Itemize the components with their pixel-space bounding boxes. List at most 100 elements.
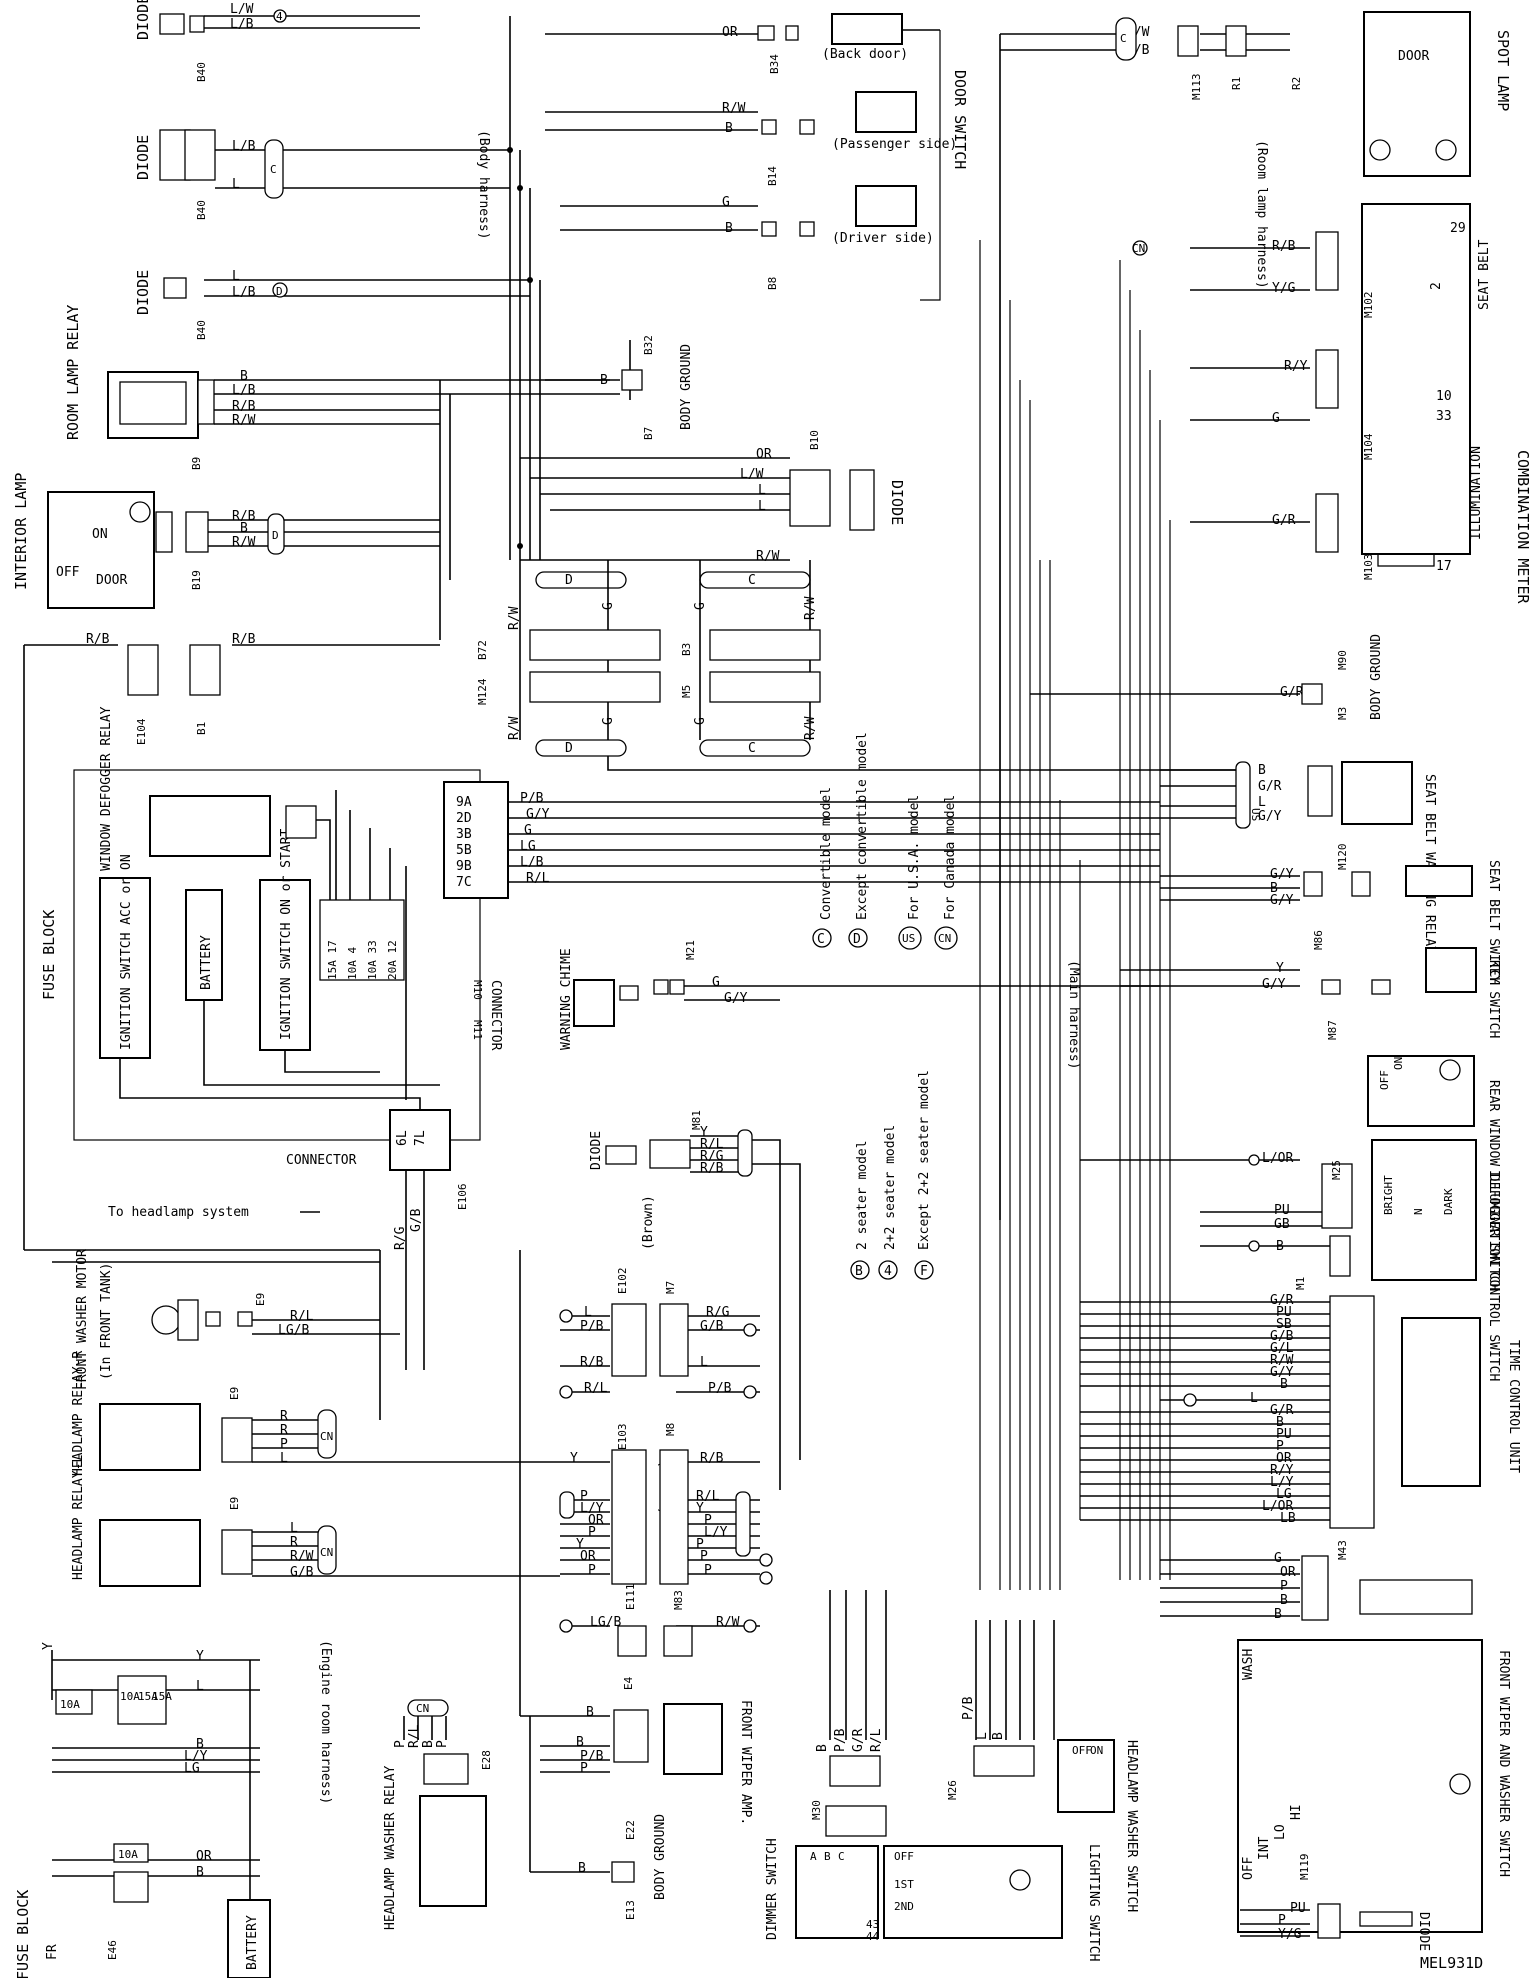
svg-text:R/L: R/L [696,1489,720,1504]
body-ground-m3: G/R M90 M3 BODY GROUND [1030,634,1384,720]
svg-text:B: B [1280,1377,1288,1392]
svg-text:B1: B1 [195,722,208,735]
svg-text:E9: E9 [228,1387,241,1400]
svg-text:M10: M10 [471,980,484,1000]
conn-e111-m83: LG/B R/W E111 M83 [559,1584,760,1657]
svg-text:PU: PU [1274,1203,1290,1218]
svg-text:DOOR: DOOR [1398,49,1429,64]
svg-text:G/L: G/L [1270,1341,1294,1356]
svg-text:33: 33 [1436,409,1452,424]
svg-text:R/L: R/L [290,1309,314,1324]
svg-text:LG/B: LG/B [278,1323,309,1338]
svg-text:L/Y: L/Y [184,1749,208,1764]
svg-text:15A: 15A [152,1690,172,1703]
svg-text:Except 2+2 seater model: Except 2+2 seater model [917,1070,932,1250]
svg-text:LG: LG [520,839,536,854]
svg-text:L/B: L/B [230,17,254,32]
svg-text:17: 17 [1436,559,1452,574]
svg-text:E104: E104 [135,718,148,745]
svg-text:L: L [758,499,766,514]
svg-text:R: R [280,1409,288,1424]
svg-text:D: D [853,932,861,947]
svg-text:CN: CN [1132,242,1145,255]
svg-text:G/Y: G/Y [1270,893,1294,908]
svg-text:C: C [817,932,825,947]
svg-text:G/B: G/B [700,1319,724,1334]
svg-text:B: B [576,1735,584,1750]
seat-belt-warning-relay: B G/R L G/Y US M120 SEAT BELT WARNING RE… [1160,761,1437,954]
svg-text:R/L: R/L [407,1724,422,1748]
svg-text:M102: M102 [1362,292,1375,319]
diode-mid-label: DIODE [134,135,152,180]
connector-e106: 6L 7L CONNECTOR E106 R/G G/B [286,1109,469,1370]
svg-text:SEAT BELT WARNING RELAY: SEAT BELT WARNING RELAY [1422,774,1437,954]
svg-text:LG: LG [184,1761,200,1776]
svg-text:P: P [393,1740,408,1748]
body-harness-bus: (Body harness) [439,16,541,580]
svg-text:R/G: R/G [700,1149,724,1164]
svg-text:29: 29 [1450,221,1466,236]
body-ground-top: B B32 B7 BODY GROUND [545,335,694,440]
svg-text:P/B: P/B [961,1696,976,1720]
svg-text:6L: 6L [395,1130,410,1146]
svg-text:20A 12: 20A 12 [386,940,399,980]
svg-text:L/Y: L/Y [704,1525,728,1540]
svg-text:5B: 5B [456,843,472,858]
svg-text:PU: PU [1290,1901,1306,1916]
svg-text:E46: E46 [106,1940,119,1960]
svg-text:B14: B14 [766,166,779,186]
svg-text:B72: B72 [476,640,489,660]
svg-text:R/L: R/L [700,1137,724,1152]
fuse-block-lower: Y Y L B L/Y LG OR B 10A 10A 15A 15A 10A … [14,1642,271,1978]
lighting-switch: OFF 1ST 2ND LIGHTING SWITCH [883,1844,1101,1961]
svg-text:Y: Y [1276,961,1284,976]
svg-text:4: 4 [884,1264,892,1279]
svg-text:HEADLAMP RELAY-R: HEADLAMP RELAY-R [71,1351,86,1476]
svg-text:R: R [280,1423,288,1438]
time-control-unit: M1 G/R PU SB G/B G/L R/W G/Y B L G/R B P… [1080,1277,1521,1529]
svg-text:B8: B8 [766,277,779,290]
svg-text:B: B [1270,881,1278,896]
svg-text:DIODE: DIODE [134,270,152,315]
svg-text:LB: LB [1280,1511,1296,1526]
svg-text:G: G [693,602,708,610]
svg-text:M8: M8 [664,1423,677,1436]
svg-text:R/W: R/W [756,549,780,564]
svg-text:L: L [196,1679,204,1694]
illumination-control-switch: L/OR PU GB B M25 BRIGHT N DARK ILLUMINAT… [1080,1139,1501,1381]
svg-text:L: L [584,1305,592,1320]
svg-text:(In FRONT TANK): (In FRONT TANK) [99,1263,114,1380]
headlamp-washer-switch: P/B L B M26 OFF ON HEADLAMP WASHER SWITC… [946,1620,1139,1912]
svg-text:B: B [815,1744,830,1752]
svg-text:P/B: P/B [708,1381,732,1396]
svg-text:B32: B32 [642,335,655,355]
svg-text:B: B [1280,1593,1288,1608]
svg-text:GB: GB [1274,1217,1290,1232]
svg-text:B34: B34 [768,54,781,74]
svg-text:US: US [1249,808,1262,821]
rear-window-defogger-switch: OFF ON REAR WINDOW DEFOGGER SWITCH [1367,1055,1501,1291]
svg-text:P: P [1278,1913,1286,1928]
svg-text:10A 33: 10A 33 [366,940,379,980]
svg-text:R/B: R/B [1272,239,1296,254]
svg-text:B: B [725,221,733,236]
seat-belt-switch: G/Y B G/Y M86 SEAT BELT SWITCH [1160,860,1501,985]
svg-text:G/Y: G/Y [1270,1365,1294,1380]
rb-row: R/B R/B E104 B1 [23,632,440,1250]
svg-text:WARNING CHIME: WARNING CHIME [559,948,574,1050]
svg-text:L/OR: L/OR [1262,1151,1293,1166]
svg-text:L/B: L/B [232,139,256,154]
svg-text:2+2 seater model: 2+2 seater model [883,1125,898,1250]
svg-text:F: F [920,1264,928,1279]
svg-text:L: L [758,483,766,498]
svg-text:R/G: R/G [393,1226,408,1250]
svg-text:E4: E4 [622,1676,635,1690]
svg-text:DOOR: DOOR [96,573,127,588]
svg-text:L: L [290,1521,298,1536]
svg-text:IGNITION SWITCH ON or START: IGNITION SWITCH ON or START [279,829,294,1040]
svg-text:REAR WINDOW DEFOGGER RELAY: REAR WINDOW DEFOGGER RELAY [99,706,114,910]
svg-text:ILLUMINATION CONTROL SWITCH: ILLUMINATION CONTROL SWITCH [1486,1170,1501,1381]
svg-text:C: C [748,573,756,588]
svg-text:ON: ON [1090,1744,1103,1757]
svg-text:10: 10 [1436,389,1452,404]
